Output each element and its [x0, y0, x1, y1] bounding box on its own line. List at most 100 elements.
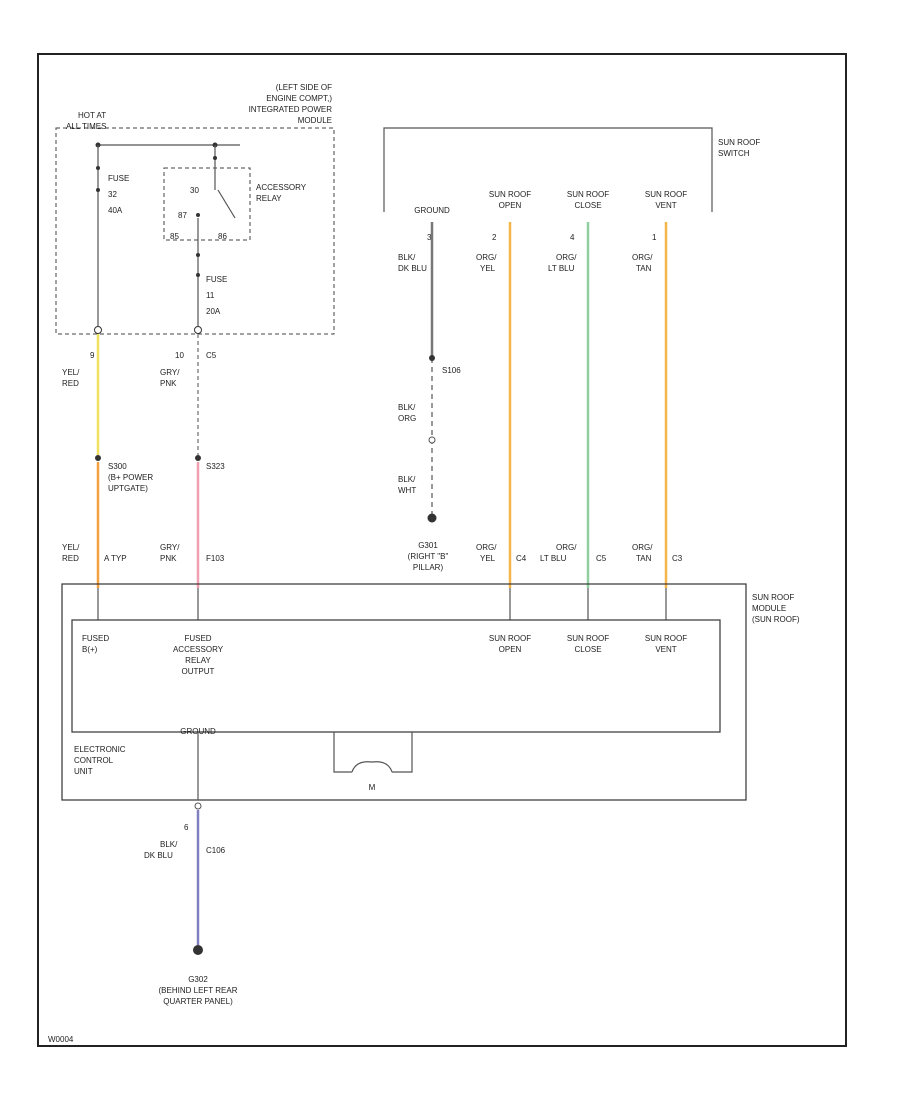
fuse-32-label-2: 32 [108, 190, 117, 199]
splice-s323-id: S323 [206, 462, 225, 471]
splice-s300-desc-1: (B+ POWER [108, 473, 153, 482]
relay-terminal-87: 87 [178, 211, 187, 220]
bottom1-color-2: RED [62, 554, 79, 563]
hot-label-2: ALL TIMES [66, 122, 106, 131]
module-close-pin: C5 [596, 554, 607, 563]
ground-color2-2: ORG [398, 414, 416, 423]
ground-g302-loc-2: QUARTER PANEL) [163, 997, 233, 1006]
module-label-1: SUN ROOF [752, 593, 794, 602]
accessory-relay-outline [163, 167, 251, 241]
bottom1-pin: A TYP [104, 554, 127, 563]
ecu-close-1: SUN ROOF [567, 634, 609, 643]
switch-open-pin: 2 [492, 233, 497, 242]
bottom2-color-1: GRY/ [160, 543, 180, 552]
module-vent-color-b: TAN [636, 554, 652, 563]
ground-color1-2: DK BLU [398, 264, 427, 273]
switch-ground-label: GROUND [414, 206, 450, 215]
pin-9-label: 9 [90, 351, 95, 360]
ground-g301-id: G301 [418, 541, 438, 550]
ground-g302-id: G302 [188, 975, 208, 984]
switch-label-1: SUN ROOF [718, 138, 760, 147]
hot-label-1: HOT AT [78, 111, 106, 120]
switch-close-pin: 4 [570, 233, 575, 242]
module-vent-pin: C3 [672, 554, 683, 563]
power-module-location-2: ENGINE COMPT,) [266, 94, 332, 103]
wire1-color-2: RED [62, 379, 79, 388]
ecu-label-1: ELECTRONIC [74, 745, 126, 754]
relay-label-2: RELAY [256, 194, 282, 203]
switch-vent-color-1: ORG/ [632, 253, 653, 262]
relay-terminal-85: 85 [170, 232, 179, 241]
wire2-color-2: PNK [160, 379, 177, 388]
ecu-open-2: OPEN [499, 645, 522, 654]
relay-terminal-30: 30 [190, 186, 199, 195]
switch-close-color-2: LT BLU [548, 264, 575, 273]
switch-open-label-2: OPEN [499, 201, 522, 210]
power-module-name-1: INTEGRATED POWER [249, 105, 333, 114]
ground-inline-connector [428, 436, 436, 444]
module-close-color: ORG/ [556, 543, 577, 552]
switch-open-color-1: ORG/ [476, 253, 497, 262]
motor-label: M [369, 783, 376, 792]
power-module-location-1: (LEFT SIDE OF [276, 83, 332, 92]
module-label-3: (SUN ROOF) [752, 615, 800, 624]
pin-9-terminal [94, 326, 102, 334]
module-close-color-b: LT BLU [540, 554, 567, 563]
motor-lead-left [333, 732, 352, 773]
switch-vent-label-1: SUN ROOF [645, 190, 687, 199]
switch-label-2: SWITCH [718, 149, 750, 158]
pin-10-terminal [194, 326, 202, 334]
module-open-pin: C4 [516, 554, 527, 563]
ecu-vent-2: VENT [655, 645, 676, 654]
relay-coil-node [196, 213, 200, 217]
switch-vent-label-2: VENT [655, 201, 676, 210]
diagram-frame [37, 53, 847, 1047]
bottom-ground-color-1: BLK/ [160, 840, 178, 849]
switch-open-label-1: SUN ROOF [489, 190, 531, 199]
relay-contact [217, 189, 236, 219]
ground-color2-1: BLK/ [398, 403, 416, 412]
relay-label-1: ACCESSORY [256, 183, 307, 192]
module-open-color: ORG/ [476, 543, 497, 552]
wire2-color-1: GRY/ [160, 368, 180, 377]
ecu-acc-1: FUSED [184, 634, 211, 643]
switch-close-label-1: SUN ROOF [567, 190, 609, 199]
module-label-2: MODULE [752, 604, 786, 613]
ground-g302-symbol [193, 945, 203, 955]
ground-g302-loc-1: (BEHIND LEFT REAR [159, 986, 238, 995]
bottom-ground-pin: 6 [184, 823, 189, 832]
motor-symbol [351, 761, 393, 773]
bottom1-color-1: YEL/ [62, 543, 80, 552]
switch-open-color-2: YEL [480, 264, 496, 273]
ecu-open-1: SUN ROOF [489, 634, 531, 643]
ecu-acc-3: RELAY [185, 656, 211, 665]
fuse-32-bottom-node [96, 188, 100, 192]
connector-c5-label: C5 [206, 351, 217, 360]
ground-color1-1: BLK/ [398, 253, 416, 262]
splice-s106-dot [429, 355, 435, 361]
ground-g301-symbol [427, 513, 437, 523]
module-open-color-b: YEL [480, 554, 496, 563]
motor-lead-right [392, 732, 413, 773]
ground-g301-loc-2: PILLAR) [413, 563, 444, 572]
module-vent-color: ORG/ [632, 543, 653, 552]
splice-s300-desc-2: UPTGATE) [108, 484, 148, 493]
fuse-11-bottom-node [196, 273, 200, 277]
power-module-outline [55, 127, 335, 335]
fuse-32-label-3: 40A [108, 206, 123, 215]
ecu-label-3: UNIT [74, 767, 93, 776]
bottom-ground-connector: C106 [206, 846, 226, 855]
sun-roof-module-box [61, 583, 747, 801]
splice-s323-dot [195, 455, 201, 461]
ecu-fused-2: B(+) [82, 645, 98, 654]
relay-terminal-86: 86 [218, 232, 227, 241]
splice-s106-label: S106 [442, 366, 461, 375]
fuse-11-top-node [196, 253, 200, 257]
fuse-11-label-3: 20A [206, 307, 221, 316]
switch-vent-color-2: TAN [636, 264, 652, 273]
ecu-vent-1: SUN ROOF [645, 634, 687, 643]
switch-close-color-1: ORG/ [556, 253, 577, 262]
ground-switch-pin: 3 [427, 233, 432, 242]
wire1-color-1: YEL/ [62, 368, 80, 377]
